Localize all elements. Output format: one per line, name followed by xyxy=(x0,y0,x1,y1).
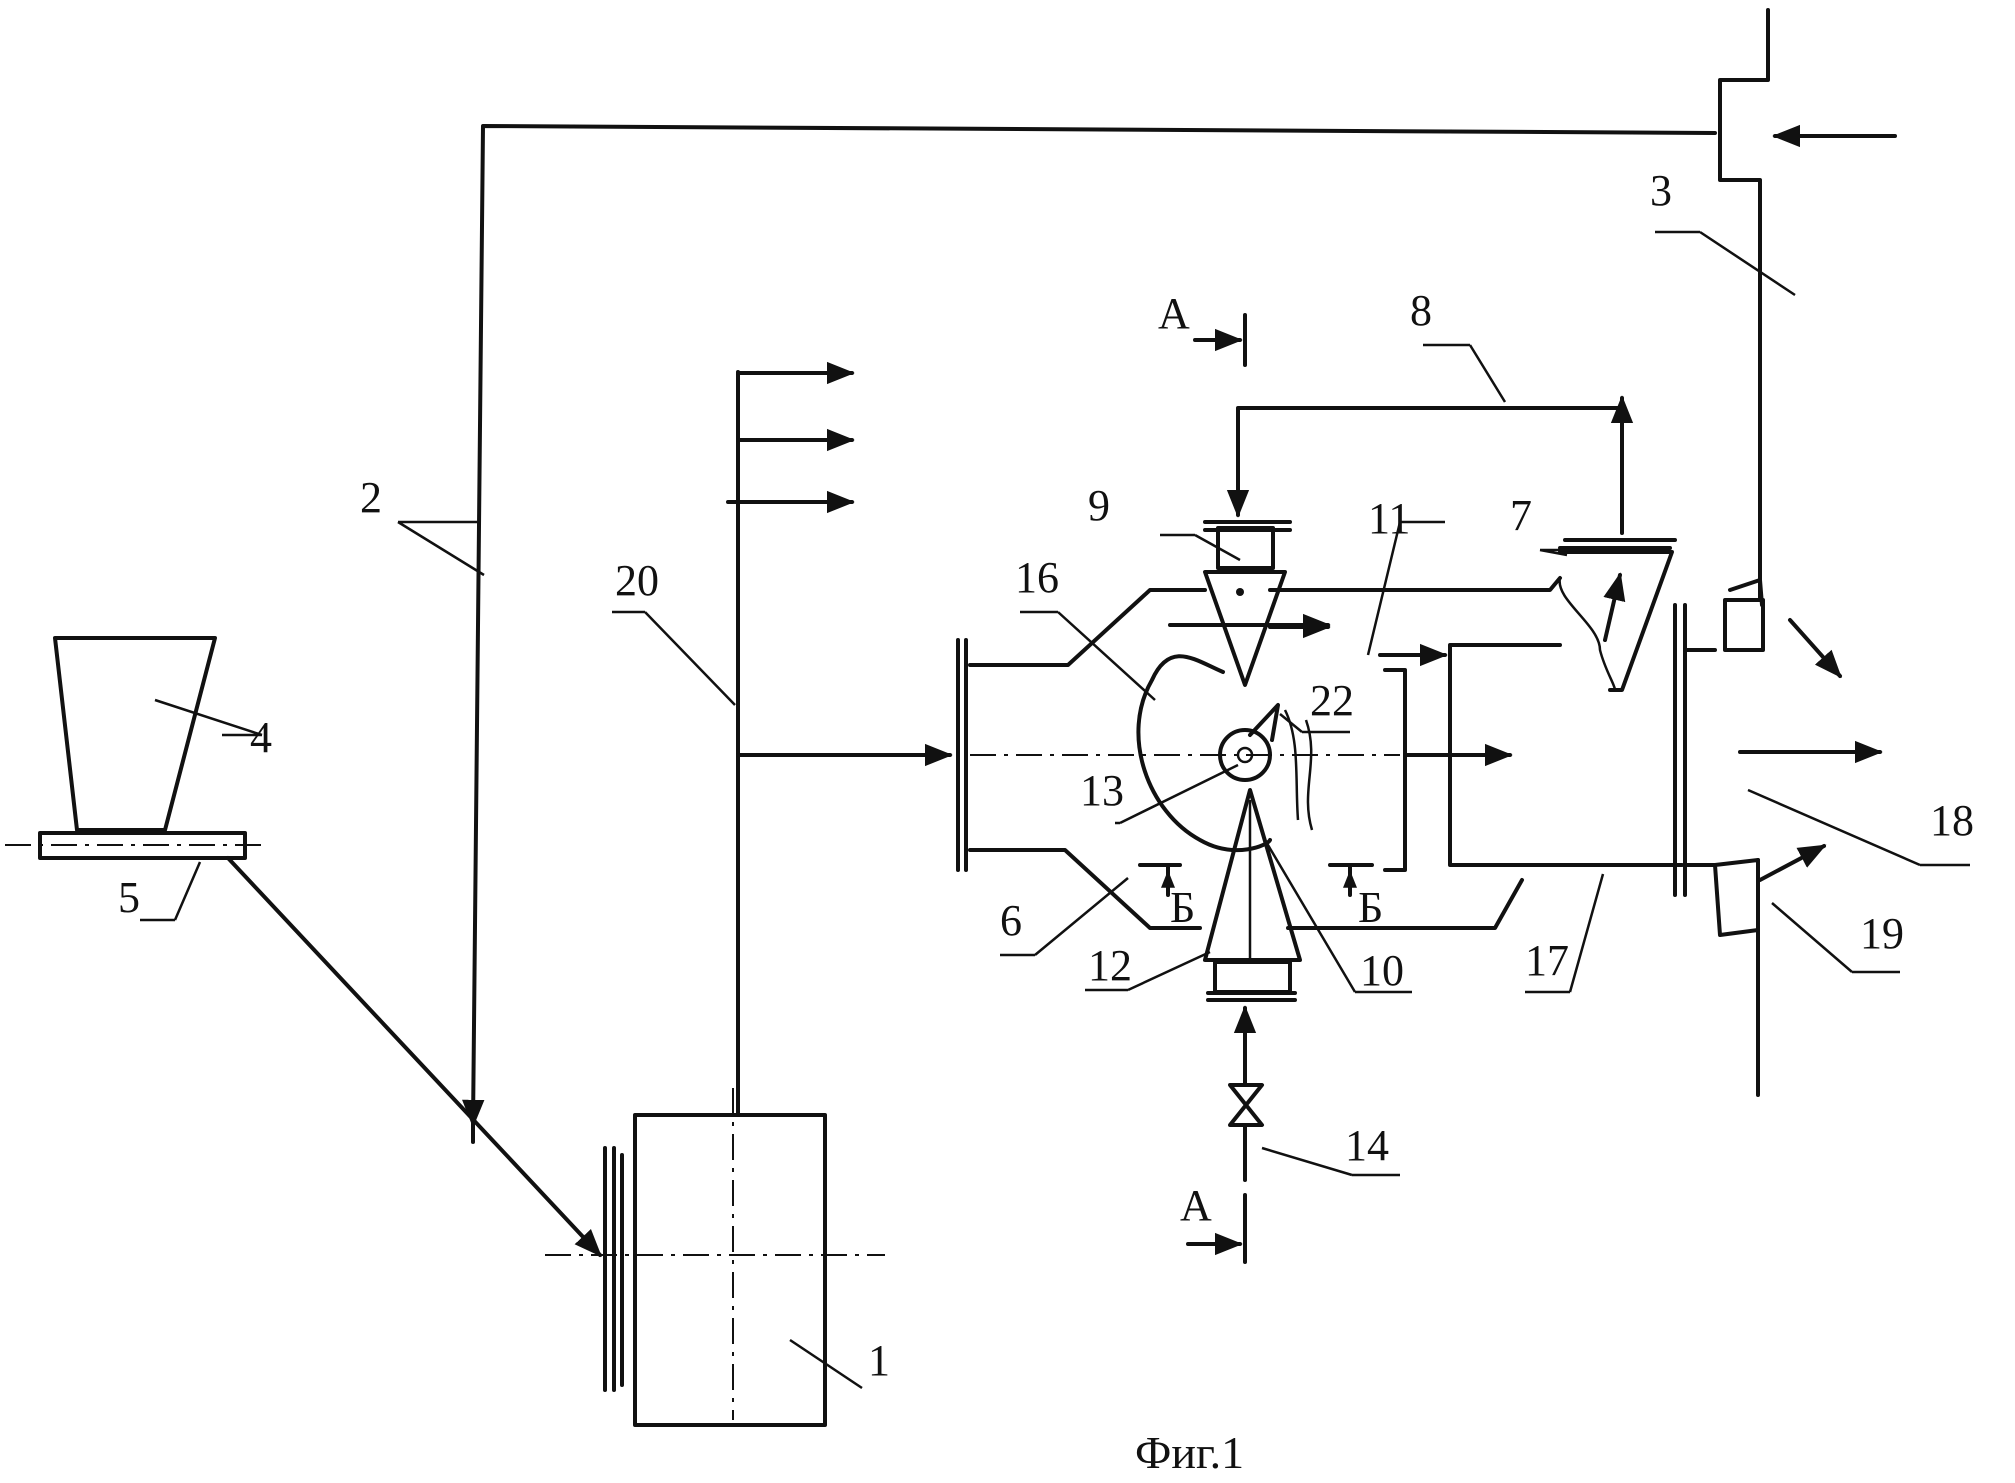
collector xyxy=(1560,540,1675,690)
label-13: 13 xyxy=(1080,766,1124,815)
label-2: 2 xyxy=(360,473,382,522)
figure-caption: Фиг.1 xyxy=(1135,1427,1244,1478)
leader-lines xyxy=(140,232,1970,1388)
label-17: 17 xyxy=(1525,936,1569,985)
label-3: 3 xyxy=(1650,166,1672,215)
distribution-line xyxy=(728,372,950,1115)
classifier-housing xyxy=(958,578,1560,928)
label-5: 5 xyxy=(118,873,140,922)
label-14: 14 xyxy=(1345,1121,1389,1170)
label-18: 18 xyxy=(1930,796,1974,845)
separation-chamber xyxy=(1450,605,1715,895)
label-10: 10 xyxy=(1360,946,1404,995)
label-7: 7 xyxy=(1510,491,1532,540)
label-19: 19 xyxy=(1860,909,1904,958)
label-1: 1 xyxy=(868,1336,890,1385)
lower-nozzle xyxy=(1205,790,1300,1000)
mill-body xyxy=(545,1088,885,1425)
section-b-left: Б xyxy=(1170,883,1195,932)
gas-supply xyxy=(1230,1008,1262,1180)
label-16: 16 xyxy=(1015,553,1059,602)
section-b-right: Б xyxy=(1358,883,1383,932)
label-20: 20 xyxy=(615,556,659,605)
label-11: 11 xyxy=(1368,494,1410,543)
label-9: 9 xyxy=(1088,481,1110,530)
feeder xyxy=(5,833,262,858)
label-8: 8 xyxy=(1410,286,1432,335)
rotor-assembly xyxy=(1138,656,1312,850)
section-a-top: А xyxy=(1158,289,1190,338)
feed-hopper xyxy=(55,638,215,830)
feed-line xyxy=(228,858,600,1255)
label-12: 12 xyxy=(1088,941,1132,990)
label-22: 22 xyxy=(1310,676,1354,725)
label-6: 6 xyxy=(1000,896,1022,945)
section-a-bottom: А xyxy=(1180,1181,1212,1230)
labels: 1 2 3 4 5 6 7 8 9 10 11 12 13 14 16 17 1… xyxy=(118,166,1974,1385)
label-4: 4 xyxy=(250,713,272,762)
recirculation-line xyxy=(1238,398,1622,533)
